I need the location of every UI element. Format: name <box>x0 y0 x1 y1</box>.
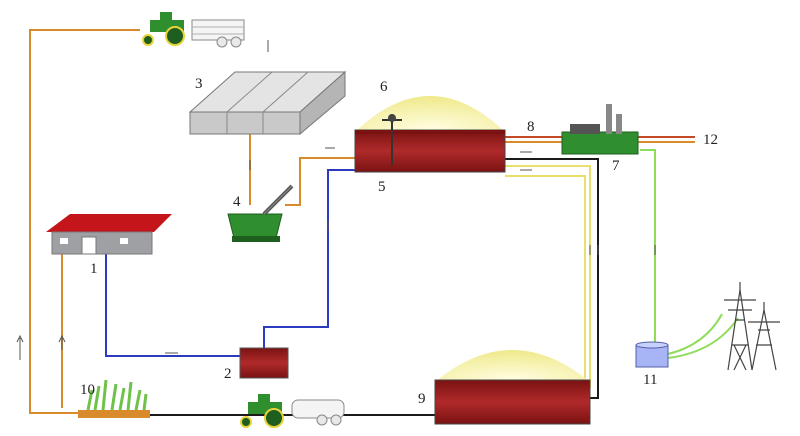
farm-building-icon <box>46 214 172 255</box>
flow-arrows <box>16 40 656 413</box>
grid-cable-1 <box>667 313 723 355</box>
crop-field-icon <box>78 379 150 418</box>
label-11: 11 <box>643 372 657 388</box>
power-line <box>640 149 656 345</box>
pre-pit-icon <box>239 347 289 379</box>
label-5: 5 <box>378 179 386 195</box>
label-10: 10 <box>80 382 95 398</box>
tractor-with-trailer-icon <box>142 12 245 48</box>
label-9: 9 <box>418 391 426 407</box>
label-1: 1 <box>90 261 98 277</box>
grid-cable-2 <box>667 317 739 359</box>
label-4: 4 <box>233 194 241 210</box>
digestate-storage-icon <box>434 350 591 425</box>
label-12: 12 <box>703 132 718 148</box>
gas-line-1 <box>505 165 591 388</box>
gas-line-2 <box>505 175 586 380</box>
label-8: 8 <box>527 119 535 135</box>
barn-to-pit-line <box>105 252 240 357</box>
digester-icon <box>354 96 506 173</box>
silage-bunker-icon <box>188 70 347 136</box>
pit-to-digester-line <box>263 169 355 352</box>
power-pylon-icon <box>724 282 780 371</box>
manure-flow-line <box>29 29 140 414</box>
solid-feeder-icon <box>227 184 294 242</box>
digester-to-storage-line <box>505 158 599 399</box>
label-6: 6 <box>380 79 388 95</box>
label-2: 2 <box>224 366 232 382</box>
component-labels: 1 2 3 4 5 6 7 8 9 10 11 12 <box>80 76 718 407</box>
label-7: 7 <box>612 158 620 174</box>
chp-unit-icon <box>561 104 639 155</box>
tractor-with-tanker-icon <box>240 394 345 428</box>
label-3: 3 <box>195 76 203 92</box>
feeder-to-digester-line <box>285 157 355 206</box>
transformer-icon <box>635 341 669 368</box>
